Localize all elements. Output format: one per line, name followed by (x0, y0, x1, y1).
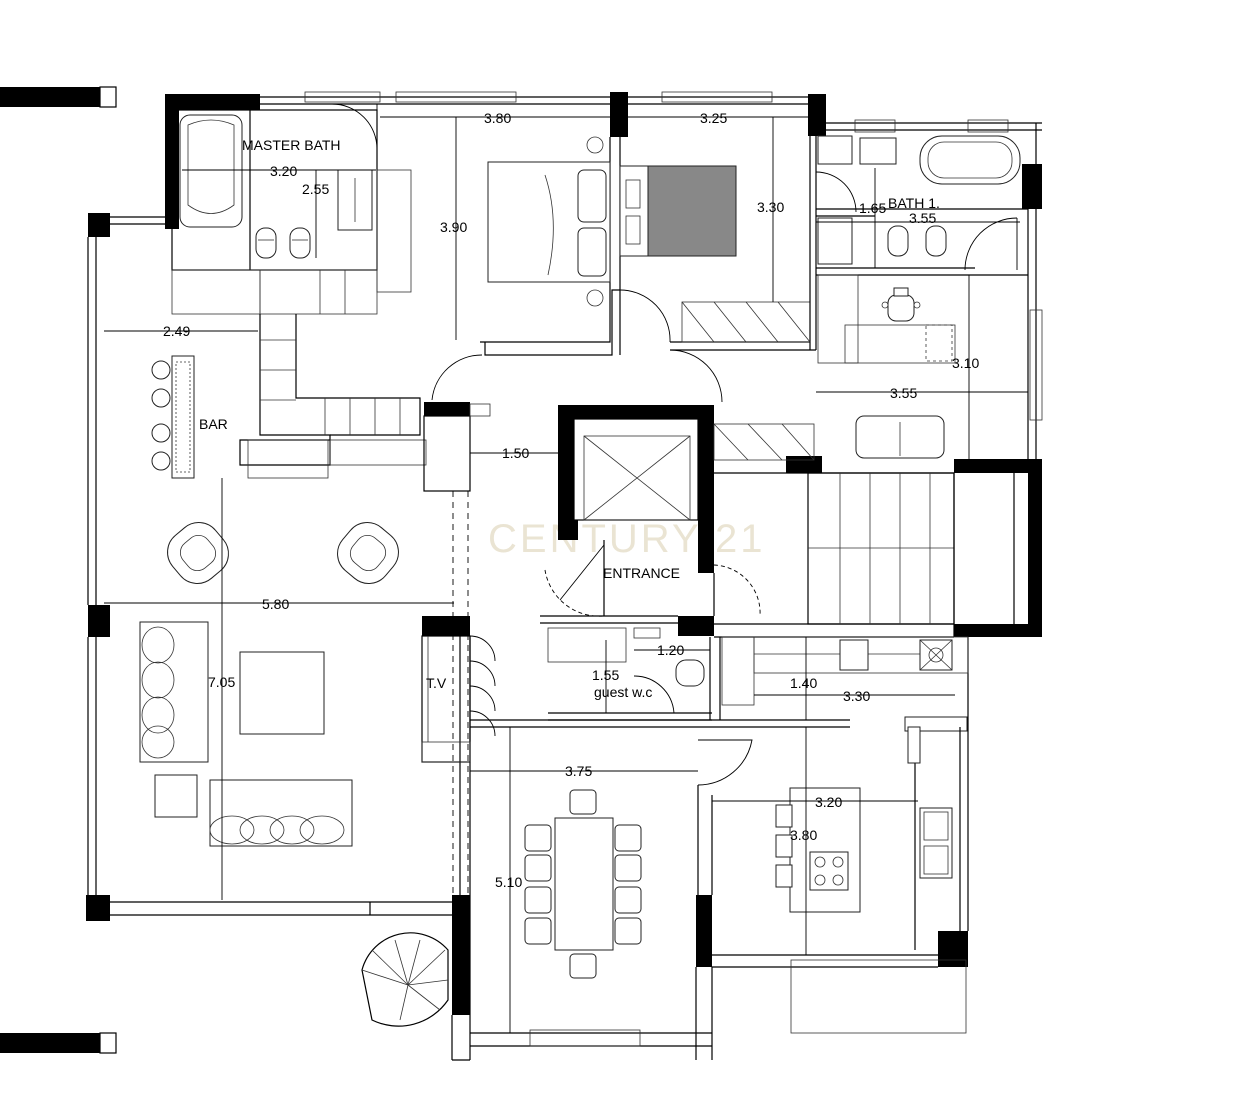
dim-bedroom2-depth: 3.30 (757, 199, 784, 215)
stair-treads (260, 270, 931, 624)
dim-kitchen-depth: 3.80 (790, 827, 817, 843)
bath1-toilet-icon (887, 225, 947, 257)
master-toilet-icon (255, 227, 311, 259)
bath1-shower-icon (817, 135, 853, 165)
room-label-master-bath: MASTER BATH (242, 137, 341, 153)
dim-dining-width: 3.75 (565, 763, 592, 779)
lamp-icon (586, 136, 604, 154)
coffee-table-icon (239, 651, 325, 735)
dim-bath1-width: 3.55 (909, 210, 936, 226)
structural-walls (0, 86, 1042, 1054)
dim-living-depth: 7.05 (208, 674, 235, 690)
open-boundary (452, 491, 469, 895)
master-bathtub-icon (179, 114, 243, 228)
dim-master-bath-depth: 2.55 (302, 181, 329, 197)
bar-stool-icon (151, 360, 171, 471)
dim-bedroom2-width: 3.25 (700, 110, 727, 126)
furniture (139, 114, 1021, 1027)
dim-kitchen-width-top: 3.30 (843, 688, 870, 704)
dim-living-width: 5.80 (262, 596, 289, 612)
armchair-icon (167, 522, 399, 584)
room-labels: MASTER BATH BATH 1. BAR ENTRANCE T.V gue… (199, 137, 940, 700)
brand-watermark: CENTURY 21 (488, 517, 766, 561)
dining-table-icon (554, 817, 614, 951)
second-bed-icon (647, 165, 737, 257)
dim-corridor-width: 1.50 (502, 445, 529, 461)
dim-wc-width: 1.20 (657, 642, 684, 658)
dim-kitchen-depth-top: 1.40 (790, 675, 817, 691)
dim-bedroom-depth: 3.90 (440, 219, 467, 235)
room-label-bar: BAR (199, 416, 228, 432)
spiral-staircase-icon (361, 932, 449, 1027)
wall-outlines (87, 91, 1043, 1061)
dim-dining-depth: 5.10 (495, 874, 522, 890)
doors (331, 103, 1018, 786)
dim-master-bath-width: 3.20 (270, 163, 297, 179)
dimension-labels: 3.80 3.25 3.20 2.55 3.90 3.30 1.65 3.55 … (163, 110, 979, 890)
dim-kitchen-width: 3.20 (815, 794, 842, 810)
dim-bedroom-width: 3.80 (484, 110, 511, 126)
bath1-tub-icon (919, 135, 1021, 185)
dim-lounge-width: 3.55 (890, 385, 917, 401)
room-label-bath-1: BATH 1. (888, 195, 940, 211)
side-table-icon (154, 774, 198, 818)
dining-chair-icon (524, 789, 642, 979)
lamp-icon (586, 289, 604, 307)
room-label-entrance: ENTRANCE (603, 565, 680, 581)
bath1-basin-icon (817, 217, 853, 265)
dim-wc-depth: 1.55 (592, 667, 619, 683)
room-label-guest-wc: guest w.c (594, 684, 652, 700)
room-label-tv: T.V (426, 675, 447, 691)
office-chair-icon (881, 287, 921, 322)
dim-bar-width: 2.49 (163, 323, 190, 339)
guest-toilet-icon (675, 659, 705, 687)
dimension-lines (104, 116, 1028, 1033)
dim-bath1-depth: 1.65 (859, 200, 886, 216)
dim-study-depth: 3.10 (952, 355, 979, 371)
bottom-sofa-icon (209, 779, 353, 847)
